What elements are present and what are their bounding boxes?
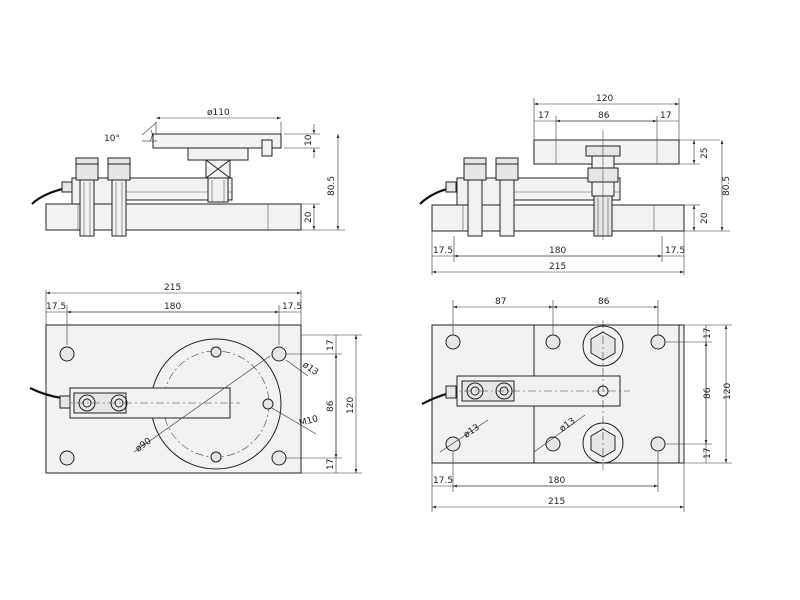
dim-w-holes: 180 <box>549 246 566 256</box>
dim-dia-plate: ø110 <box>207 108 230 118</box>
mount-hole <box>445 334 461 350</box>
bolt-head <box>75 157 99 181</box>
dim-w-holes: 180 <box>164 302 181 312</box>
dim-w-side-l: 17 <box>538 111 549 121</box>
view-side-right: 120 17 86 17 25 80.5 20 17.5 180 17.5 21… <box>419 94 732 275</box>
dim-w-mid: 86 <box>598 111 610 121</box>
dim-h-total: 120 <box>723 383 733 400</box>
dim-w-left: 87 <box>495 297 506 307</box>
mount-hole <box>271 450 287 466</box>
dim-h-top: 25 <box>700 148 710 159</box>
mount-hole <box>650 334 666 350</box>
dim-thread: M10 <box>298 414 319 429</box>
dim-h-top: 17 <box>326 340 336 351</box>
dim-w-total: 215 <box>164 283 181 293</box>
dim-w-right: 86 <box>598 297 610 307</box>
dim-w-total: 215 <box>549 262 566 272</box>
mount-hole <box>445 436 461 452</box>
dim-w-edge-r: 17.5 <box>282 302 302 312</box>
dim-h-plate: 10 <box>304 134 314 146</box>
dim-w-top: 120 <box>596 94 613 104</box>
dim-h-mid: 86 <box>703 387 713 399</box>
dim-angle: 10° <box>104 134 120 144</box>
mount-hole <box>271 346 287 362</box>
dim-h-bot: 17 <box>326 459 336 470</box>
mount-hole <box>545 436 561 452</box>
dim-w-edge-l: 17.5 <box>46 302 66 312</box>
dim-w-holes: 180 <box>548 476 565 486</box>
mount-hole <box>59 346 75 362</box>
view-side-left: ø110 10° 10 80.5 20 <box>31 108 345 237</box>
dim-w-edge-r: 17.5 <box>665 246 685 256</box>
dim-h-base: 20 <box>700 212 710 224</box>
dim-w-edge-l: 17.5 <box>433 476 453 486</box>
dim-h-total: 120 <box>346 397 356 414</box>
mount-hole <box>59 450 75 466</box>
bolt-head <box>107 157 131 181</box>
dim-h-total: 80.5 <box>327 176 337 196</box>
view-plan-right: ø13 ø13 87 86 17 86 120 17 17.5 180 215 <box>421 297 733 512</box>
dim-dia-hole: ø13 <box>300 360 320 378</box>
dim-h-base: 20 <box>304 211 314 223</box>
mount-hole <box>545 334 561 350</box>
view-plan-left: ø90 ø13 M10 215 17.5 180 17.5 17 86 120 … <box>29 283 362 474</box>
dim-w-total: 215 <box>548 497 565 507</box>
mount-hole <box>650 436 666 452</box>
dim-w-side-r: 17 <box>660 111 671 121</box>
dim-w-edge-l: 17.5 <box>433 246 453 256</box>
dim-h-mid: 86 <box>326 400 336 412</box>
dim-h-total: 80.5 <box>722 176 732 196</box>
dim-h-bot: 17 <box>703 448 713 459</box>
dim-h-top: 17 <box>703 328 713 339</box>
